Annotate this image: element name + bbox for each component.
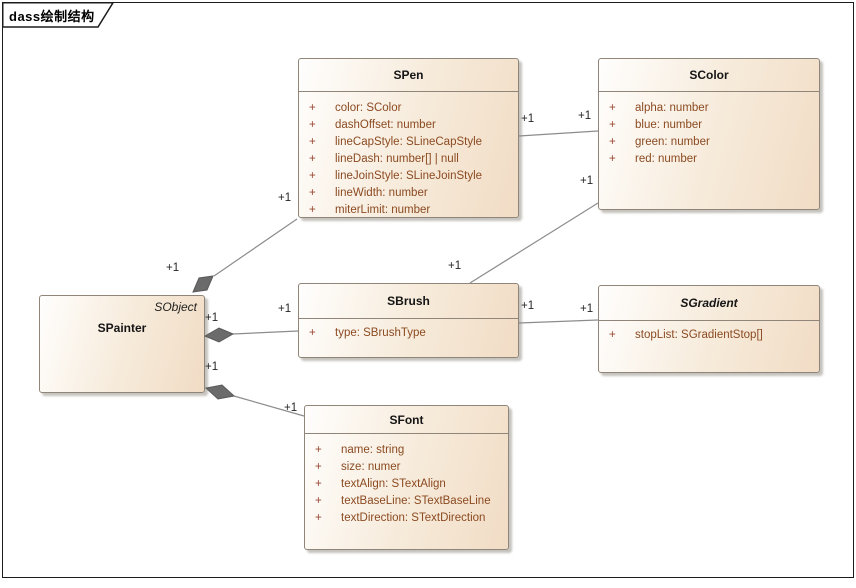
class-title: SPen xyxy=(299,59,518,92)
multiplicity-label: +1 xyxy=(580,175,594,187)
attribute-text: green: number xyxy=(635,135,710,148)
class-attributes: + type: SBrushType xyxy=(299,319,518,341)
visibility-public: + xyxy=(309,186,316,199)
attribute-text: lineJoinStyle: SLineJoinStyle xyxy=(335,169,483,182)
class-title: SGradient xyxy=(599,286,819,321)
attribute-row: + alpha: number xyxy=(599,99,819,116)
attribute-row: + type: SBrushType xyxy=(299,324,518,341)
visibility-public: + xyxy=(609,101,616,114)
attribute-row: + size: numer xyxy=(305,458,508,475)
attribute-row: + textAlign: STextAlign xyxy=(305,475,508,492)
attribute-text: blue: number xyxy=(635,118,703,131)
multiplicity-label: +1 xyxy=(578,110,592,122)
multiplicity-label: +1 xyxy=(521,300,535,312)
visibility-public: + xyxy=(309,326,316,339)
visibility-public: + xyxy=(609,152,616,165)
class-sfont[interactable]: SFont + name: string + size: numer + textAl… xyxy=(304,405,509,550)
multiplicity-label: +1 xyxy=(166,262,180,274)
attribute-text: lineCapStyle: SLineCapStyle xyxy=(335,135,483,148)
attribute-text: textDirection: STextDirection xyxy=(341,511,486,524)
attribute-text: stopList: SGradientStop[] xyxy=(635,328,763,341)
frame-title: dass绘制结构 xyxy=(9,9,95,24)
attribute-text: type: SBrushType xyxy=(335,326,426,339)
multiplicity-label: +1 xyxy=(278,192,292,204)
multiplicity-label: +1 xyxy=(205,361,219,373)
visibility-public: + xyxy=(315,494,322,507)
class-sgradient[interactable]: SGradient + stopList: SGradientStop[] xyxy=(598,285,820,373)
attribute-text: size: numer xyxy=(341,460,401,473)
visibility-public: + xyxy=(315,443,322,456)
visibility-public: + xyxy=(309,152,316,165)
visibility-public: + xyxy=(609,118,616,131)
class-attributes: + color: SColor + dashOffset: number + line… xyxy=(299,92,518,218)
multiplicity-label: +1 xyxy=(284,402,298,414)
attribute-row: + blue: number xyxy=(599,116,819,133)
visibility-public: + xyxy=(609,135,616,148)
visibility-public: + xyxy=(309,101,316,114)
attribute-text: textAlign: STextAlign xyxy=(341,477,446,490)
attribute-text: red: number xyxy=(635,152,698,165)
class-scolor[interactable]: SColor + alpha: number + blue: number + gre… xyxy=(598,58,820,210)
attribute-text: miterLimit: number xyxy=(335,203,431,216)
class-attributes: + name: string + size: numer + textAlign: S… xyxy=(305,434,508,526)
visibility-public: + xyxy=(315,477,322,490)
visibility-public: + xyxy=(309,169,316,182)
class-title: SPainter xyxy=(97,321,147,335)
class-title: SColor xyxy=(599,59,819,92)
class-attributes: + stopList: SGradientStop[] xyxy=(599,321,819,343)
attribute-row: + stopList: SGradientStop[] xyxy=(599,326,819,343)
attribute-row: + green: number xyxy=(599,133,819,150)
multiplicity-label: +1 xyxy=(278,303,292,315)
attribute-text: lineWidth: number xyxy=(335,186,428,199)
attribute-row: + name: string xyxy=(305,441,508,458)
attribute-text: textBaseLine: STextBaseLine xyxy=(341,494,491,507)
visibility-public: + xyxy=(609,328,616,341)
attribute-row: + dashOffset: number xyxy=(299,116,518,133)
multiplicity-label: +1 xyxy=(205,312,219,324)
attribute-row: + miterLimit: number xyxy=(299,201,518,218)
visibility-public: + xyxy=(315,511,322,524)
class-title: SFont xyxy=(305,406,508,434)
multiplicity-label: +1 xyxy=(580,303,594,315)
visibility-public: + xyxy=(309,135,316,148)
visibility-public: + xyxy=(315,460,322,473)
diagram-frame xyxy=(2,2,854,578)
attribute-row: + lineJoinStyle: SLineJoinStyle xyxy=(299,167,518,184)
attribute-text: lineDash: number[] | null xyxy=(335,152,459,165)
attribute-text: dashOffset: number xyxy=(335,118,436,131)
multiplicity-label: +1 xyxy=(448,260,462,272)
attribute-row: + lineDash: number[] | null xyxy=(299,150,518,167)
class-spainter[interactable]: SObject SPainter xyxy=(39,295,205,393)
attribute-row: + lineWidth: number xyxy=(299,184,518,201)
attribute-row: + textBaseLine: STextBaseLine xyxy=(305,492,508,509)
attribute-text: alpha: number xyxy=(635,101,709,114)
class-title: SBrush xyxy=(299,284,518,319)
visibility-public: + xyxy=(309,203,316,216)
multiplicity-label: +1 xyxy=(521,113,535,125)
attribute-row: + color: SColor xyxy=(299,99,518,116)
class-stereotype: SObject xyxy=(154,300,197,314)
attribute-text: name: string xyxy=(341,443,405,456)
attribute-text: color: SColor xyxy=(335,101,402,114)
class-spen[interactable]: SPen + color: SColor + dashOffset: number … xyxy=(298,58,519,218)
visibility-public: + xyxy=(309,118,316,131)
class-sbrush[interactable]: SBrush + type: SBrushType xyxy=(298,283,519,358)
attribute-row: + textDirection: STextDirection xyxy=(305,509,508,526)
attribute-row: + red: number xyxy=(599,150,819,167)
attribute-row: + lineCapStyle: SLineCapStyle xyxy=(299,133,518,150)
class-attributes: + alpha: number + blue: number + green: num… xyxy=(599,92,819,167)
